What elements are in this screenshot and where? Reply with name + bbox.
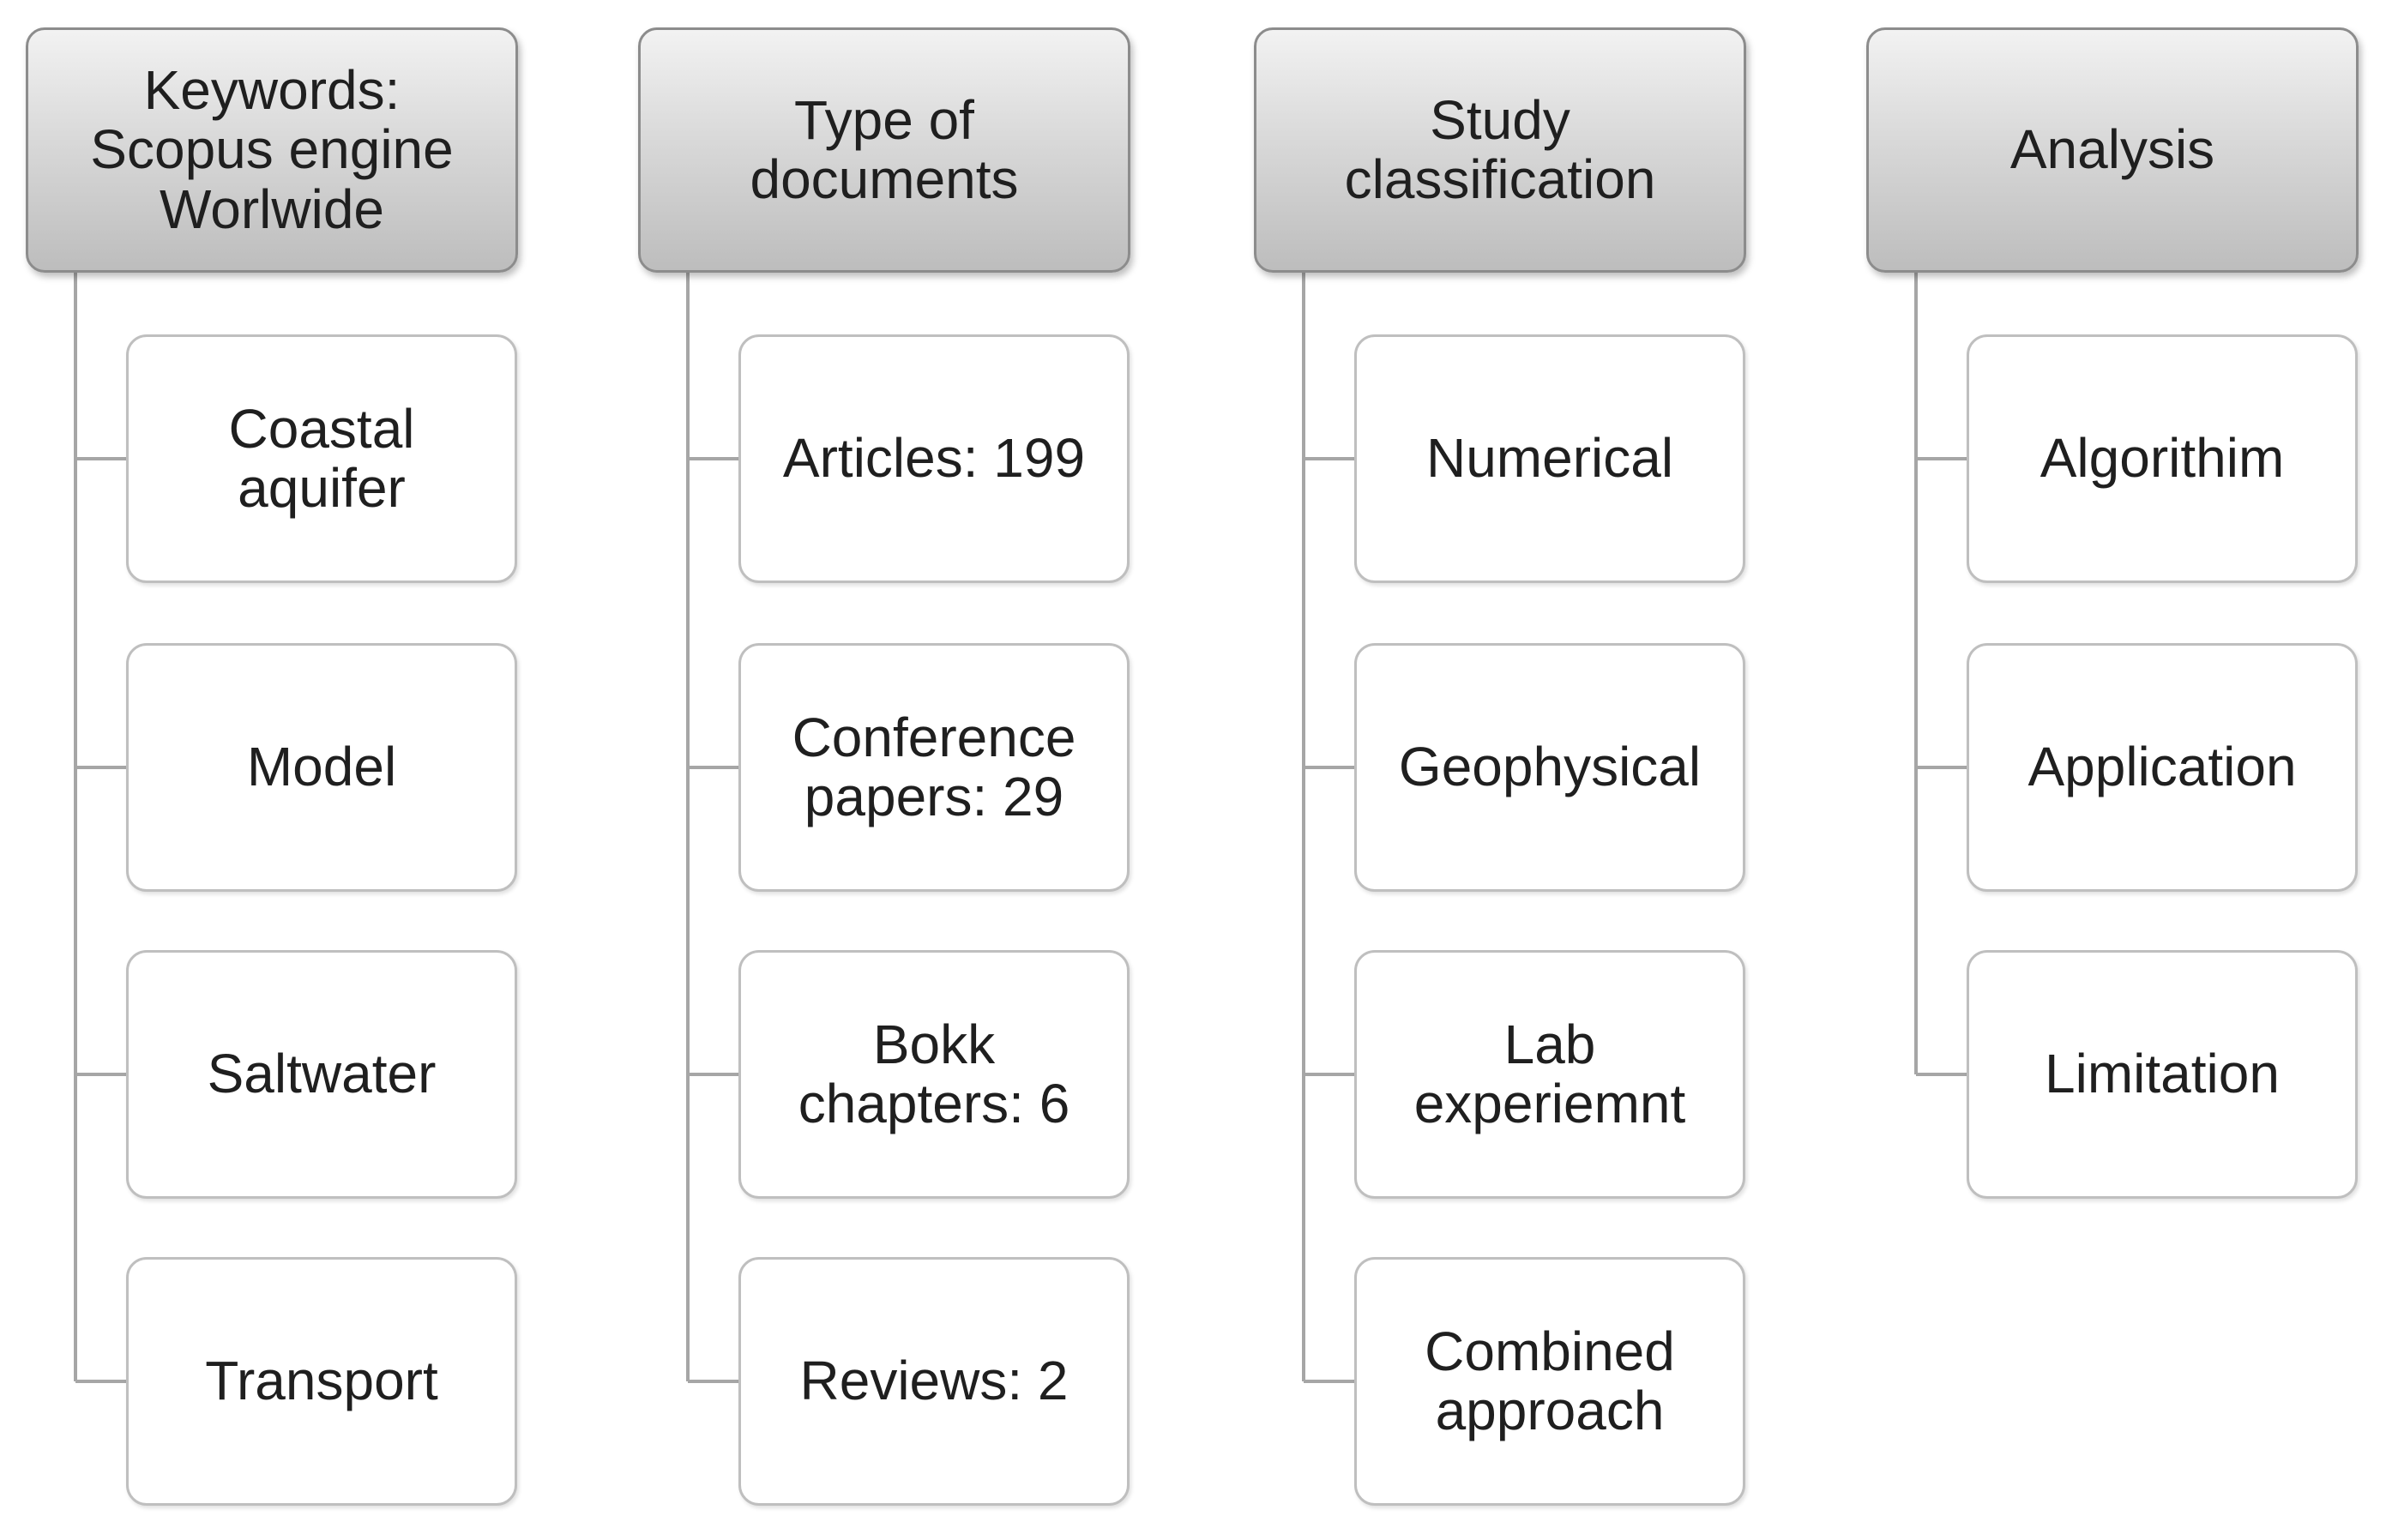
item-algorithm: Algorithim: [1967, 334, 2358, 583]
header-study-classification: Study classification: [1254, 27, 1746, 273]
header-type-of-documents: Type of documents: [638, 27, 1130, 273]
item-articles: Articles: 199: [738, 334, 1130, 583]
item-model: Model: [126, 643, 517, 892]
item-combined-approach: Combined approach: [1354, 1257, 1745, 1506]
item-book-chapters: Bokk chapters: 6: [738, 950, 1130, 1199]
item-numerical: Numerical: [1354, 334, 1745, 583]
header-analysis: Analysis: [1866, 27, 2359, 273]
item-coastal-aquifer: Coastal aquifer: [126, 334, 517, 583]
item-transport: Transport: [126, 1257, 517, 1506]
item-lab-experiment: Lab experiemnt: [1354, 950, 1745, 1199]
header-keywords: Keywords: Scopus engine Worlwide: [26, 27, 518, 273]
item-reviews: Reviews: 2: [738, 1257, 1130, 1506]
item-limitation: Limitation: [1967, 950, 2358, 1199]
item-geophysical: Geophysical: [1354, 643, 1745, 892]
item-saltwater: Saltwater: [126, 950, 517, 1199]
item-application: Application: [1967, 643, 2358, 892]
item-conference-papers: Conference papers: 29: [738, 643, 1130, 892]
